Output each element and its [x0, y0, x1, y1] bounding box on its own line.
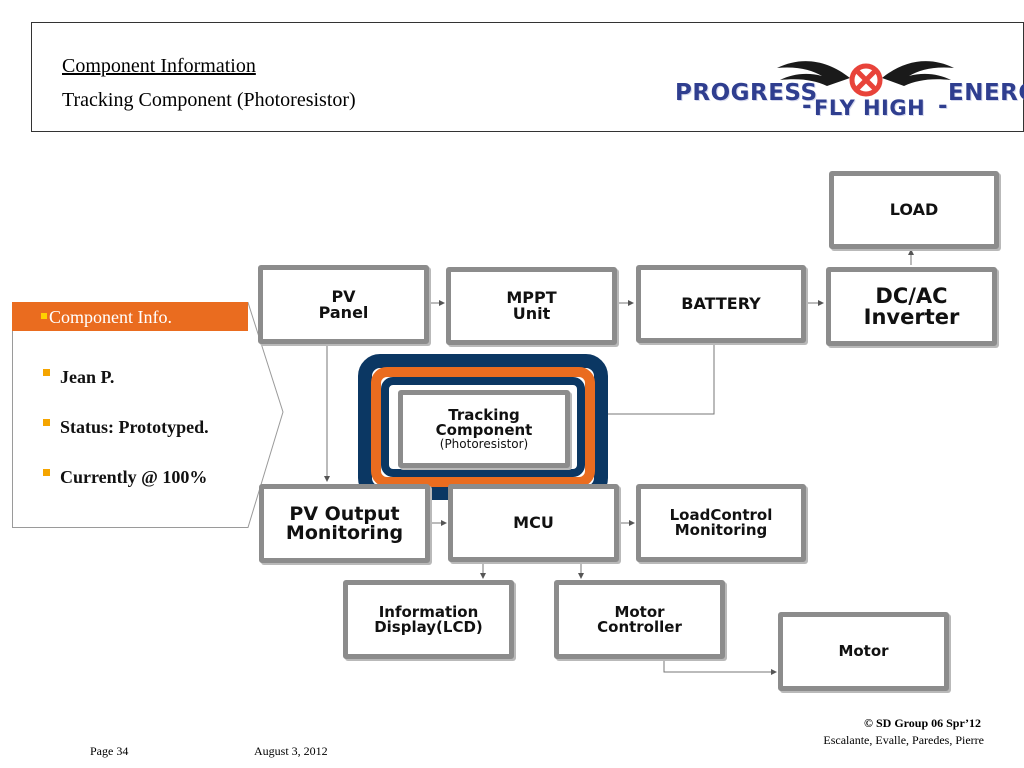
list-item-text: Jean P.: [60, 367, 115, 387]
square-bullet-icon: [43, 369, 50, 376]
list-item: Status: Prototyped.: [40, 410, 210, 444]
component-info-header: Component Info.: [41, 307, 172, 328]
node-info-display-label-2: Display(LCD): [374, 617, 483, 636]
logo-text-energy: ENERGY: [948, 80, 1024, 106]
logo-text-fly-high: FLY HIGH: [814, 96, 926, 120]
node-mppt-unit: MPPT Unit: [446, 267, 617, 345]
square-bullet-icon: [41, 313, 47, 319]
node-battery: BATTERY: [636, 265, 806, 343]
tracking-highlight-inner: [381, 377, 585, 477]
node-load-control-label-1: LoadControl: [669, 506, 773, 524]
panel-callout-shape: [12, 302, 284, 528]
node-tracking-label-2: Component: [435, 421, 533, 439]
node-load: LOAD: [829, 171, 999, 249]
list-item: Jean P.: [40, 360, 210, 394]
component-info-list: Jean P. Status: Prototyped. Currently @ …: [40, 360, 210, 510]
page-number: Page 34: [90, 744, 129, 758]
footer-date: August 3, 2012: [254, 744, 328, 758]
component-info-header-label: Component Info.: [49, 307, 172, 327]
node-mcu: MCU: [448, 484, 619, 562]
page-title: Component Information: [62, 55, 256, 77]
square-bullet-icon: [43, 419, 50, 426]
node-pv-panel-label-2: Panel: [318, 302, 369, 322]
logo-dash-right: -: [938, 93, 949, 119]
node-mppt-label-1: MPPT: [506, 288, 557, 307]
node-pv-output-label-1: PV Output: [289, 502, 400, 525]
node-motor: Motor: [778, 612, 949, 691]
node-dcac-label-2: Inverter: [863, 304, 960, 329]
square-bullet-icon: [43, 469, 50, 476]
tracking-highlight-orange: [371, 367, 595, 487]
list-item: Currently @ 100%: [40, 460, 210, 494]
footer-authors: Escalante, Evalle, Paredes, Pierre: [823, 733, 984, 747]
node-motor-controller: Motor Controller: [554, 580, 725, 659]
node-dcac-label-1: DC/AC: [875, 283, 948, 308]
node-tracking-label-1: Tracking: [448, 406, 520, 424]
node-tracking-component: Tracking Component (Photoresistor): [398, 390, 570, 468]
list-item-text: Status: Prototyped.: [60, 417, 209, 437]
logo-text-progress: PROGRESS: [675, 80, 818, 106]
footer-copyright: © SD Group 06 Spr’12: [864, 716, 981, 730]
list-item-text: Currently @ 100%: [60, 467, 208, 487]
logo-dash-left: -: [802, 93, 813, 119]
progress-fly-high-energy-logo: PROGRESS - FLY HIGH - ENERGY: [642, 38, 1024, 123]
node-motor-label: Motor: [838, 642, 889, 660]
page-subtitle: Tracking Component (Photoresistor): [62, 89, 356, 111]
node-pv-output-label-2: Monitoring: [285, 521, 404, 544]
node-battery-label: BATTERY: [681, 294, 761, 313]
node-load-label: LOAD: [889, 200, 939, 219]
node-mcu-label: MCU: [513, 513, 554, 532]
node-pv-panel-label-1: PV: [331, 286, 356, 306]
node-pv-output-monitoring: PV Output Monitoring: [259, 484, 430, 563]
node-info-display-label-1: Information: [378, 602, 479, 621]
node-pv-panel: PV Panel: [258, 265, 429, 344]
node-mppt-label-2: Unit: [512, 304, 551, 323]
node-motor-controller-label-1: Motor: [614, 602, 665, 621]
header-box: Component Information Tracking Component…: [31, 22, 1024, 132]
component-info-panel: Component Info. Jean P. Status: Prototyp…: [12, 302, 284, 528]
node-dcac-inverter: DC/AC Inverter: [826, 267, 997, 346]
node-motor-controller-label-2: Controller: [597, 617, 682, 636]
node-load-control-label-2: Monitoring: [674, 521, 768, 539]
node-information-display: Information Display(LCD): [343, 580, 514, 659]
winged-emblem-icon: [777, 61, 954, 97]
node-tracking-label-3: (Photoresistor): [439, 437, 529, 451]
node-load-control-monitoring: LoadControl Monitoring: [636, 484, 806, 562]
